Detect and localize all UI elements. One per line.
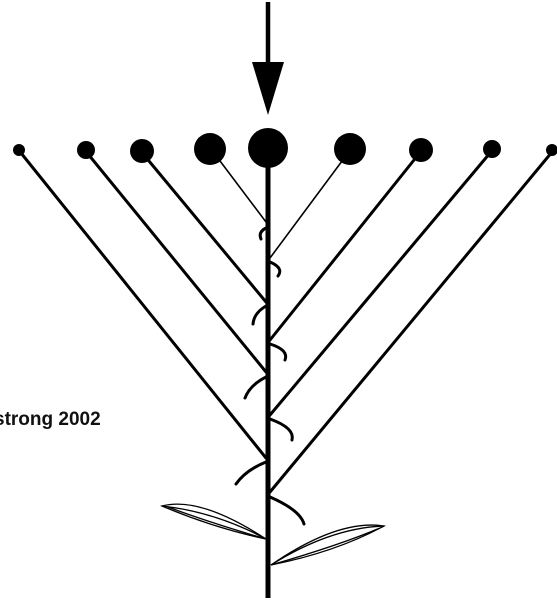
bract-r1 bbox=[268, 260, 282, 278]
flower-dot-3 bbox=[130, 139, 154, 163]
bracts bbox=[234, 226, 306, 526]
branch-left-4 bbox=[213, 152, 267, 223]
flower-dot-2 bbox=[77, 141, 95, 159]
branch-right-3 bbox=[268, 153, 420, 342]
bract-r3 bbox=[268, 417, 294, 442]
right-leaf bbox=[270, 524, 387, 566]
flower-dot-6 bbox=[334, 133, 366, 165]
branch-left-3 bbox=[142, 153, 268, 304]
branch-left-2 bbox=[86, 152, 268, 374]
left-leaf bbox=[159, 503, 267, 540]
flower-dot-4 bbox=[194, 133, 226, 165]
bract-l3 bbox=[243, 375, 268, 400]
flower-dots bbox=[13, 128, 557, 168]
bract-l2 bbox=[251, 304, 268, 326]
branch-right-2 bbox=[268, 151, 492, 417]
branch-lines bbox=[19, 150, 554, 494]
flower-dot-7 bbox=[409, 138, 433, 162]
bract-l4 bbox=[234, 460, 268, 486]
source-caption: strong 2002 bbox=[0, 409, 101, 430]
branch-left-1 bbox=[19, 151, 268, 460]
flower-dot-9 bbox=[546, 144, 557, 156]
bract-l1 bbox=[258, 226, 268, 241]
bract-r2 bbox=[268, 342, 288, 362]
branch-right-1 bbox=[268, 150, 554, 494]
down-arrow-icon bbox=[252, 2, 284, 115]
basal-leaves bbox=[159, 503, 387, 566]
flower-dot-8 bbox=[483, 140, 501, 158]
flower-dot-5 bbox=[248, 128, 288, 168]
bract-r4 bbox=[268, 495, 306, 526]
branch-right-4 bbox=[269, 152, 349, 259]
